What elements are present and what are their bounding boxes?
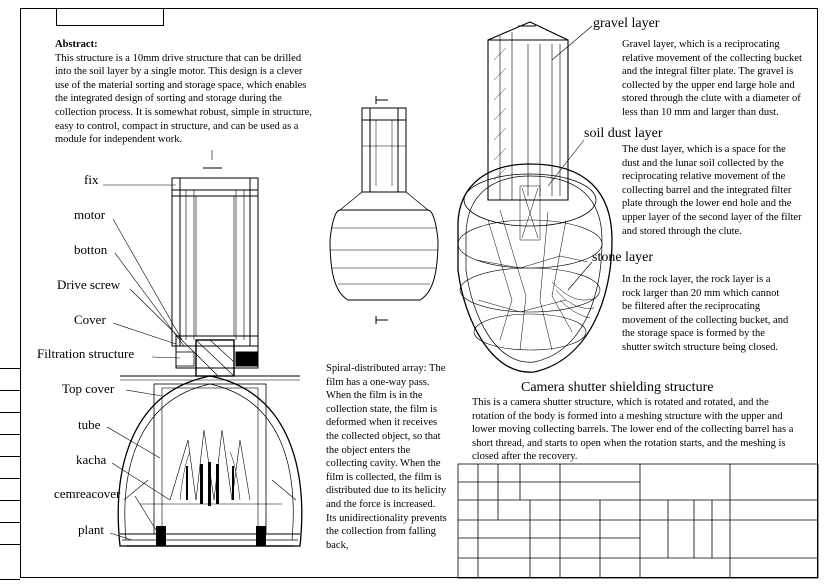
spiral-line: back, (326, 539, 349, 551)
label-kacha: kacha (76, 452, 107, 467)
spiral-line: Spiral-distributed array: The (326, 363, 446, 374)
sidebar-box (0, 478, 20, 501)
middle-view (329, 96, 439, 324)
stone-line: movement of the collecting bucket, and (622, 314, 789, 326)
soil-line: reciprocating relative movement of the (622, 171, 786, 183)
abstract-line: easy to control, compact in structure, a… (55, 120, 299, 132)
abstract-line: collection process. It is somewhat robus… (55, 106, 312, 118)
spiral-line: collection state, the film is (326, 403, 438, 415)
gravel-title: gravel layer (593, 16, 660, 31)
label-motor: motor (74, 207, 106, 222)
soil-line: collecting barrel and the integrated fil… (622, 184, 792, 196)
spiral-line: the collected object, so that (326, 430, 441, 442)
camera-block: This is a camera shutter structure, whic… (472, 396, 820, 464)
cutaway-view (457, 21, 613, 373)
abstract-line: module for independent work. (55, 134, 183, 146)
camera-line: lower moving collecting barrels. The low… (472, 424, 794, 436)
label-plant: plant (78, 522, 104, 537)
label-cemreacover: cemreacover (54, 486, 121, 501)
stone-line: the storage space is formed by the (622, 328, 765, 340)
top-title-box (56, 8, 164, 26)
sidebar-box (0, 434, 20, 457)
spiral-line: distributed due to its helicity (326, 485, 447, 497)
soil-line: dust and the lunar soil collected by the (622, 157, 784, 169)
camera-line: closed after the recovery. (472, 451, 578, 463)
gravel-line: and the integral filter plate. The grave… (622, 66, 794, 78)
stone-block: In the rock layer, the rock layer is a r… (622, 273, 822, 355)
spiral-line: the collection from falling (326, 526, 436, 538)
label-botton: botton (74, 242, 108, 257)
sidebar-box (0, 412, 20, 435)
soil-title: soil dust layer (584, 126, 663, 141)
soil-line: and stored through the clute. (622, 225, 742, 237)
soil-line: The dust layer, which is a space for the (622, 144, 786, 155)
label-filtration-structure: Filtration structure (37, 346, 135, 361)
sidebar-box (0, 390, 20, 413)
spiral-line: collecting cavity. When the (326, 458, 441, 470)
abstract-line: the integrated design of sorting and sto… (55, 93, 282, 105)
abstract-title: Abstract: (55, 39, 98, 50)
label-top-cover: Top cover (62, 381, 115, 396)
title-block-lines (457, 463, 819, 579)
abstract-line: This structure is a 10mm drive structure… (55, 52, 302, 64)
stone-line: rock larger than 20 mm which cannot (622, 287, 780, 299)
spiral-line: film has a one-way pass. (326, 376, 430, 388)
abstract-line: use of the material sorting and storage … (55, 79, 307, 91)
spiral-line: film is collected, the film is (326, 471, 442, 483)
stone-line: In the rock layer, the rock layer is a (622, 274, 771, 285)
spiral-line: deformed when it receives (326, 417, 438, 429)
gravel-block: Gravel layer, which is a reciprocating r… (622, 38, 822, 120)
gravel-line: stored through the clute with a diameter… (622, 93, 801, 105)
spiral-block: Spiral-distributed array: The film has a… (326, 362, 466, 552)
abstract-line: into the soil layer by a single motor. T… (55, 66, 303, 78)
sidebar-box (0, 500, 20, 523)
stone-line: be filtered after the reciprocating (622, 301, 761, 313)
gravel-line: Gravel layer, which is a reciprocating (622, 39, 780, 50)
sidebar-box (0, 544, 20, 580)
stone-line: shutter switch structure being closed. (622, 341, 779, 353)
spiral-line: When the film is in the (326, 390, 423, 402)
camera-line: This is a camera shutter structure, whic… (472, 397, 769, 408)
spiral-line: and the force is increased. (326, 498, 436, 510)
abstract-block: Abstract: This structure is a 10mm drive… (55, 38, 355, 147)
label-drive-screw: Drive screw (57, 277, 121, 292)
label-tube: tube (78, 417, 101, 432)
label-cover: Cover (74, 312, 106, 327)
gravel-line: relative movement of the collecting buck… (622, 52, 802, 64)
sidebar-box (0, 368, 20, 391)
main-section-view (117, 150, 303, 547)
camera-line: short thread, and starts to open when th… (472, 437, 786, 449)
soil-line: plate through the lower end hole and the (622, 198, 792, 210)
soil-block: The dust layer, which is a space for the… (622, 143, 822, 238)
camera-line: rotation of the body is formed into a me… (472, 410, 783, 422)
stone-title: stone layer (592, 250, 654, 265)
gravel-line: collected by the upper end large hole an… (622, 79, 795, 91)
sidebar-box (0, 456, 20, 479)
spiral-line: Its unidirectionality prevents (326, 512, 447, 524)
soil-line: upper layer of the second layer of the f… (622, 211, 802, 223)
camera-title: Camera shutter shielding structure (521, 380, 714, 395)
label-leaders (103, 184, 201, 541)
sidebar-box (0, 522, 20, 545)
drawing-frame (20, 8, 818, 578)
spiral-line: the object enters the (326, 444, 411, 456)
label-fix: fix (84, 172, 99, 187)
gravel-line: less than 10 mm and larger than dust. (622, 106, 779, 118)
